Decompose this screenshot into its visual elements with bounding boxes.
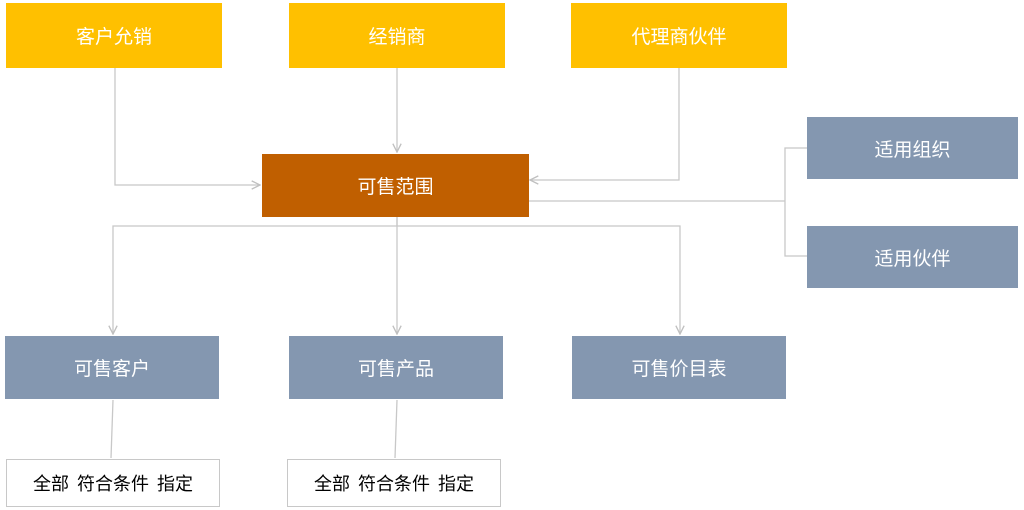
line-customer-to-options [110,399,114,459]
arrow-customer-access-to-scope [114,68,260,185]
line-product-to-options [394,399,398,459]
customer-options: 全部 符合条件 指定 [6,459,220,507]
node-sellable-pricelist: 可售价目表 [572,336,786,399]
node-agent-partner-label: 代理商伙伴 [631,26,727,48]
node-applicable-org-label: 适用组织 [874,138,951,161]
bracket-side [784,147,807,257]
arrow-scope-to-customer [113,217,398,334]
option-all: 全部 [314,474,350,495]
arrow-scope-to-pricelist [397,225,680,334]
node-customer-access-label: 客户允销 [75,26,152,48]
node-sellable-customer-label: 可售客户 [73,358,150,380]
node-sellable-pricelist-label: 可售价目表 [631,358,727,380]
node-sellable-scope-label: 可售范围 [357,176,434,198]
node-sellable-customer: 可售客户 [5,336,219,399]
product-options: 全部 符合条件 指定 [287,459,501,507]
node-applicable-partner: 适用伙伴 [807,226,1018,288]
option-conditional: 符合条件 [358,474,430,495]
node-applicable-org: 适用组织 [807,117,1018,179]
option-all: 全部 [33,474,69,495]
node-dealer-label: 经销商 [368,26,426,48]
node-sellable-product: 可售产品 [289,336,503,399]
option-conditional: 符合条件 [77,474,149,495]
node-dealer: 经销商 [289,3,505,68]
node-agent-partner: 代理商伙伴 [571,3,787,68]
node-applicable-partner-label: 适用伙伴 [874,247,951,270]
node-customer-access: 客户允销 [6,3,222,68]
node-sellable-scope: 可售范围 [262,154,529,217]
option-specified: 指定 [438,474,474,495]
node-sellable-product-label: 可售产品 [357,358,434,380]
option-specified: 指定 [157,474,193,495]
arrow-agent-to-scope [530,68,680,180]
